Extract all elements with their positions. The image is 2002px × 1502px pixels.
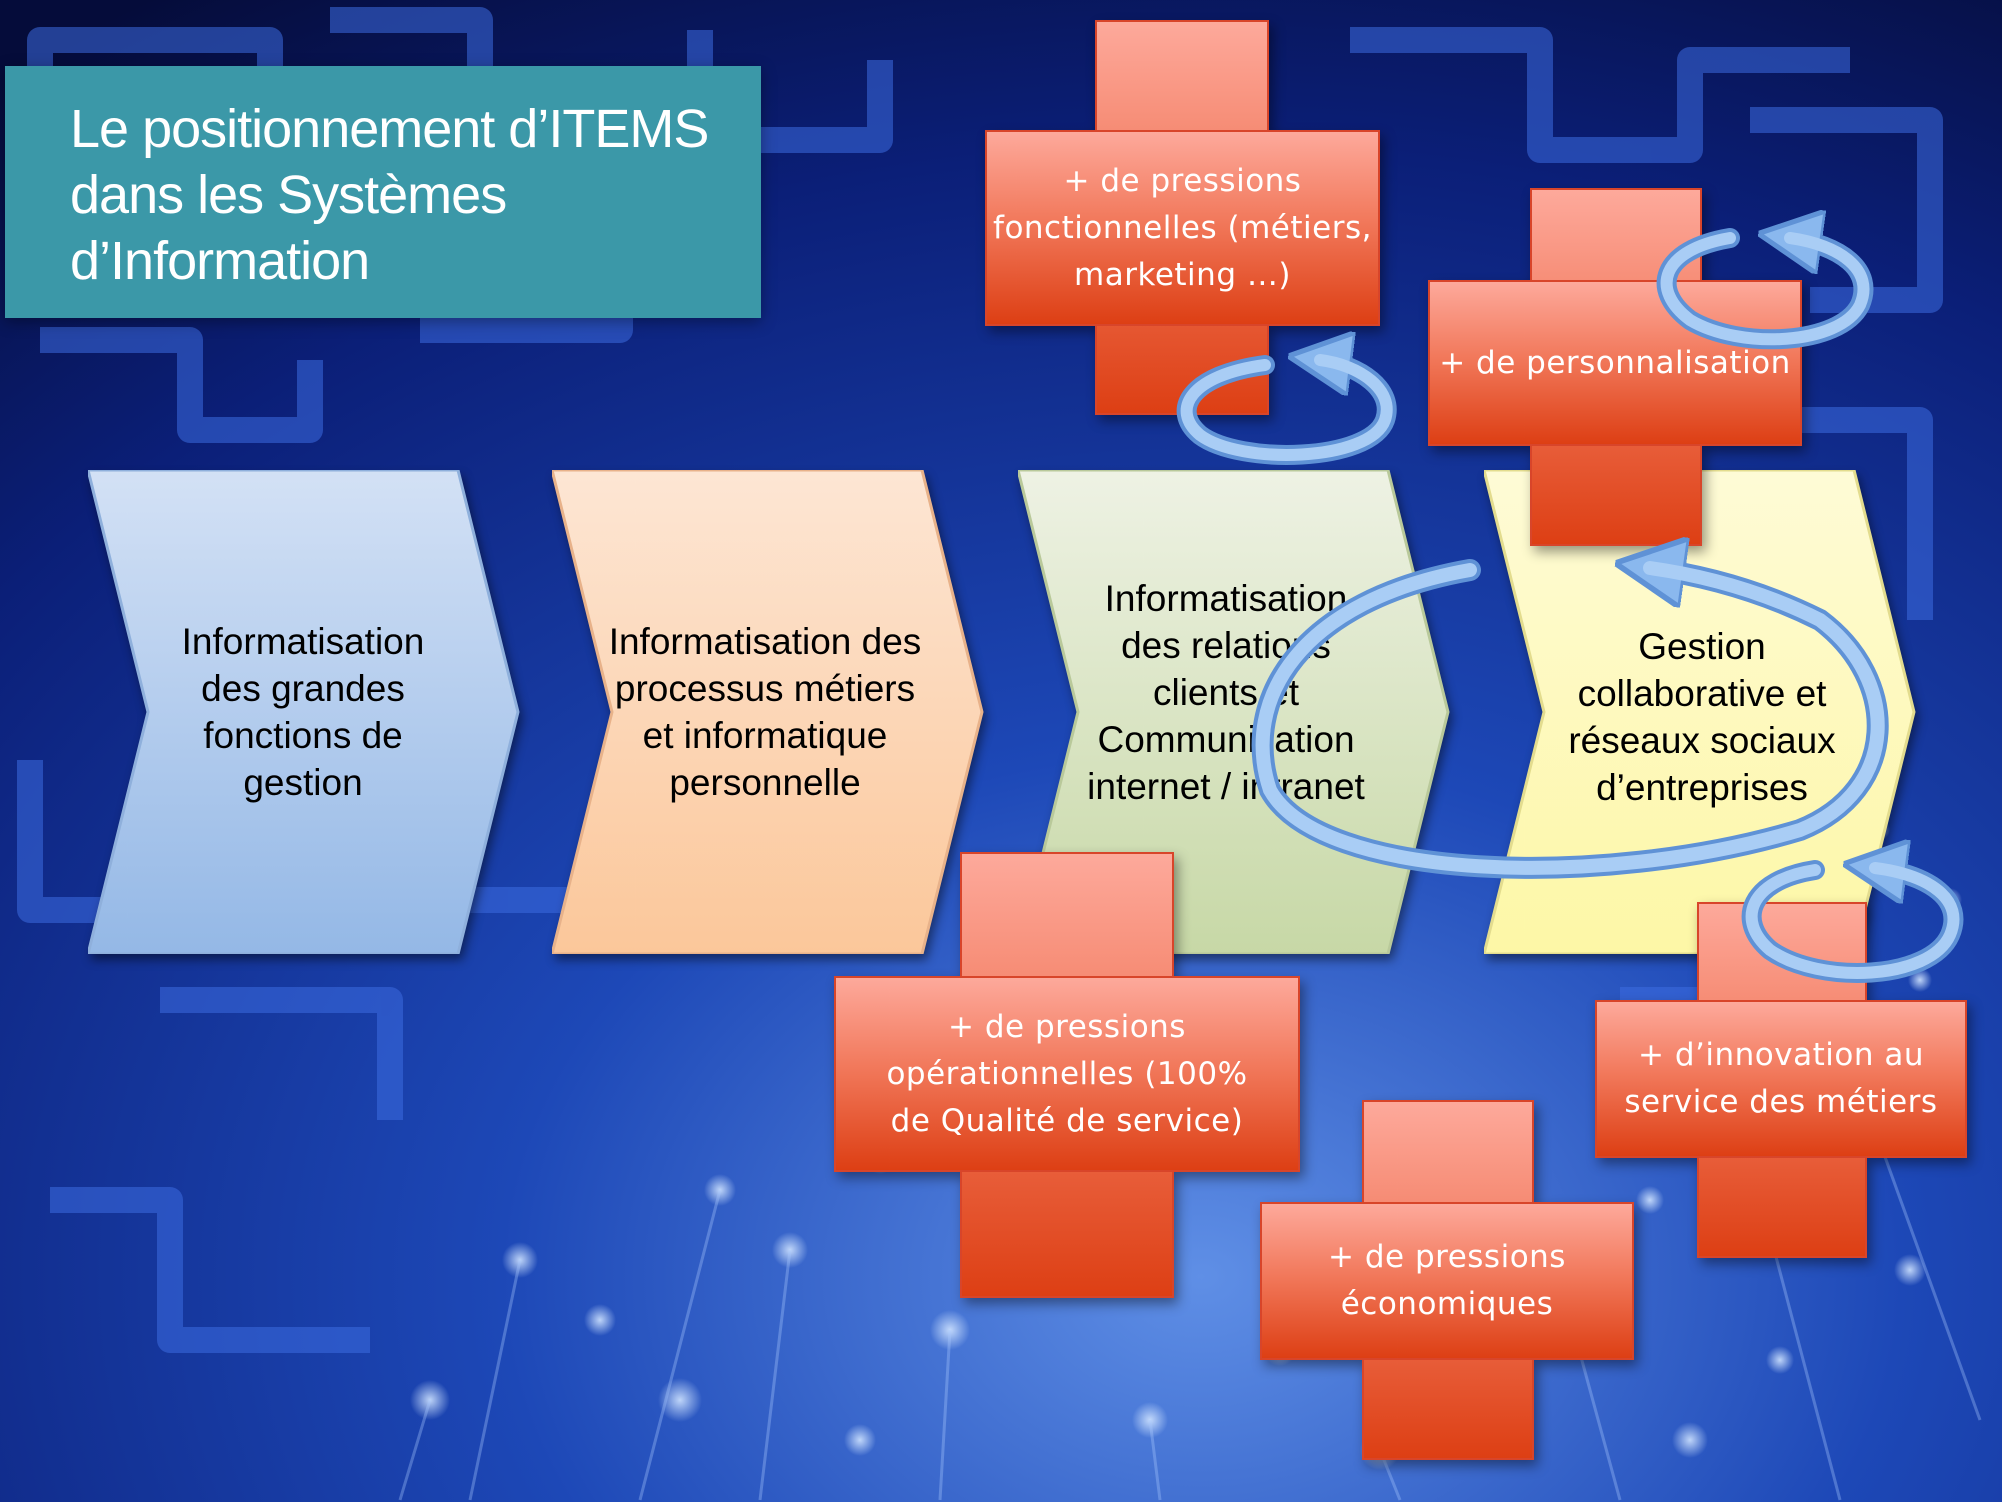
- pressure-functional-label: + de pressions fonctionnelles (métiers, …: [993, 162, 1372, 293]
- pressure-personalization-cross: + de personnalisation: [1428, 188, 1802, 546]
- title-box: Le positionnement d’ITEMS dans les Systè…: [5, 66, 761, 318]
- step-1-label: Informatisation des grandes fonctions de…: [181, 621, 425, 803]
- pressure-operational-cross: + de pressions opérationnelles (100% de …: [834, 852, 1300, 1298]
- pressure-economic-cross: + de pressions économiques: [1260, 1100, 1634, 1460]
- pressure-economic-label: + de pressions économiques: [1328, 1239, 1566, 1322]
- pressure-innovation-cross: + d’innovation au service des métiers: [1595, 902, 1967, 1258]
- pressure-innovation-label: + d’innovation au service des métiers: [1624, 1037, 1938, 1120]
- step-1-chevron: Informatisation des grandes fonctions de…: [88, 470, 528, 954]
- pressure-personalization-label: + de personnalisation: [1439, 344, 1791, 381]
- step-2-chevron: Informatisation des processus métiers et…: [552, 470, 992, 954]
- slide-title: Le positionnement d’ITEMS dans les Systè…: [70, 99, 709, 291]
- pressure-operational-label: + de pressions opérationnelles (100% de …: [886, 1008, 1248, 1139]
- pressure-functional-cross: + de pressions fonctionnelles (métiers, …: [985, 20, 1380, 415]
- step-2-label: Informatisation des processus métiers et…: [608, 621, 922, 803]
